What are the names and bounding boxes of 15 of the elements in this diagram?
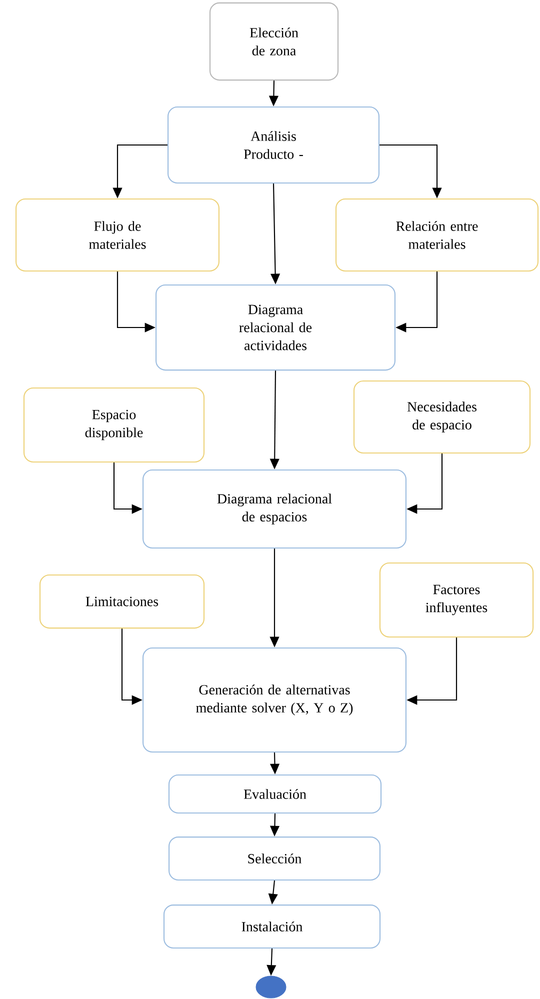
- process-box: Generación de alternativas mediante solver (X, Y o Z): [142, 647, 406, 753]
- process-box: Diagrama relacional de actividades: [156, 284, 396, 371]
- process-box: Análisis Producto -: [168, 106, 380, 184]
- process-box: Espacio disponible: [23, 387, 205, 463]
- process-box: Diagrama relacional de espacios: [142, 469, 406, 549]
- process-box: Flujo de materiales: [16, 198, 220, 272]
- end-circle: [256, 976, 286, 998]
- process-box: Elección de zona: [209, 2, 339, 81]
- process-box: Necesidades de espacio: [353, 380, 531, 454]
- process-box: Limitaciones: [39, 574, 205, 629]
- process-box: Factores influyentes: [379, 562, 534, 638]
- process-box: Relación entre materiales: [335, 198, 539, 272]
- process-box: Selección: [168, 836, 380, 880]
- process-box: Instalación: [163, 904, 381, 948]
- process-box: Evaluación: [168, 774, 382, 814]
